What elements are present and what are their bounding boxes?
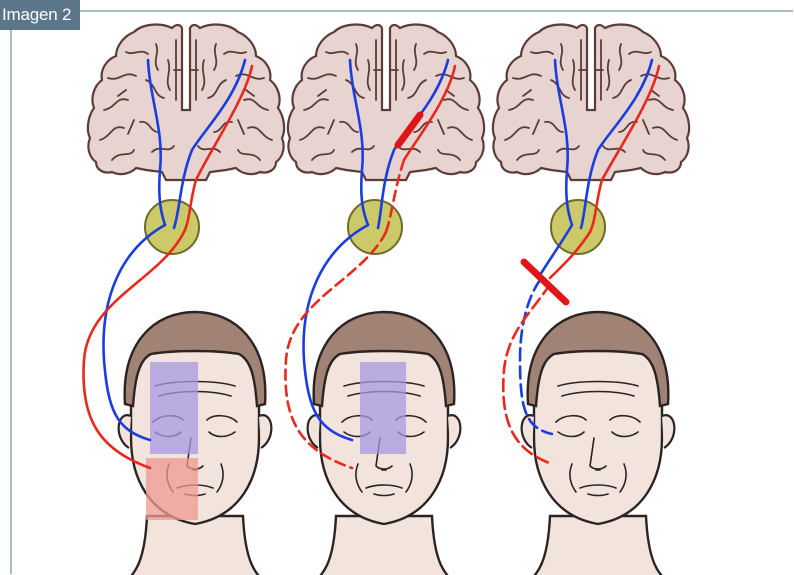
face-3 [518,312,678,575]
panel-lmn-lesion [493,25,689,575]
brain-coronal-section-3 [493,25,689,180]
brain-coronal-section-1 [88,25,284,180]
panel-normal [84,25,285,575]
panel-umn-lesion [285,25,484,575]
lower-face-zone-1 [146,458,198,520]
upper-face-zone-1 [150,362,198,454]
brain-coronal-section-2 [288,25,484,180]
facial-nucleus-2 [348,200,402,254]
upper-face-zone-2 [360,362,406,454]
